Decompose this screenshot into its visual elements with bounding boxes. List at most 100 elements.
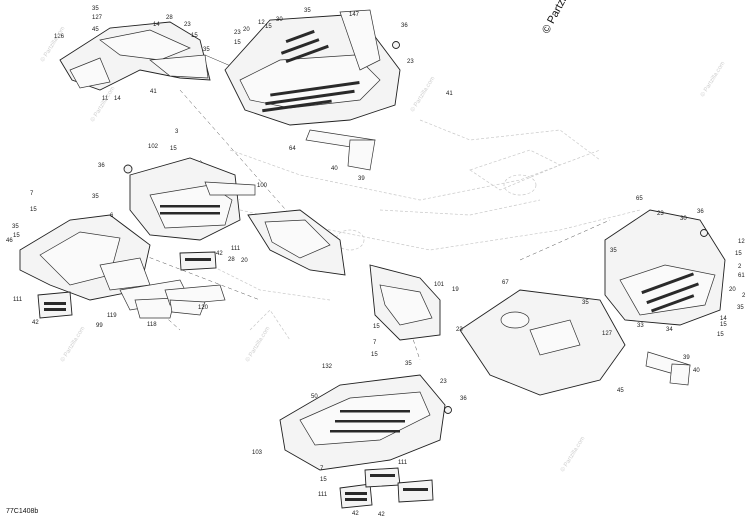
callout-23b: 23 xyxy=(234,30,241,36)
callout-6: 6 xyxy=(110,213,114,219)
part-103-tub xyxy=(279,374,446,471)
callout-33: 33 xyxy=(637,323,644,329)
part-101-panel xyxy=(369,264,441,341)
grommets xyxy=(123,41,708,414)
callout-3: 3 xyxy=(175,129,179,135)
part-100-panel xyxy=(247,209,346,276)
callout-127: 127 xyxy=(92,15,103,21)
callout-36: 36 xyxy=(401,23,408,29)
callout-23e: 23 xyxy=(657,211,664,217)
callout-15g: 15 xyxy=(373,324,380,330)
callout-111d: 111 xyxy=(398,460,408,466)
part-111-blocks-bottom xyxy=(339,467,434,509)
part-111-block-mid xyxy=(179,251,217,271)
callout-67: 67 xyxy=(502,280,509,286)
callout-23d: 23 xyxy=(440,379,447,385)
callout-28b: 28 xyxy=(228,257,235,263)
parts-119-118-120-pads xyxy=(119,279,226,319)
callout-20: 20 xyxy=(243,27,250,33)
callout-23: 23 xyxy=(184,22,191,28)
callout-20b: 20 xyxy=(241,258,248,264)
callout-132: 132 xyxy=(322,364,333,370)
part-65-tub xyxy=(604,209,726,326)
callout-15l: 15 xyxy=(720,322,727,328)
callout-42c: 42 xyxy=(378,512,385,518)
part-102-tub xyxy=(129,157,256,241)
callout-28: 28 xyxy=(166,15,173,21)
callout-111: 111 xyxy=(13,297,23,303)
callout-35c: 35 xyxy=(304,8,311,14)
callout-102: 102 xyxy=(148,144,159,150)
callout-15k: 15 xyxy=(717,332,724,338)
callout-35e: 35 xyxy=(12,224,19,230)
callout-35: 35 xyxy=(92,6,99,12)
callout-65: 65 xyxy=(636,196,643,202)
callout-14c: 14 xyxy=(720,316,727,322)
callout-15d: 15 xyxy=(170,146,177,152)
part-64-footwell xyxy=(224,9,401,126)
callout-61: 61 xyxy=(738,273,745,279)
callout-7c: 7 xyxy=(320,466,324,472)
callout-120: 120 xyxy=(198,305,209,311)
callout-2b: 2 xyxy=(742,293,746,299)
callout-126: 126 xyxy=(54,34,65,40)
callout-15j: 15 xyxy=(735,251,742,257)
callout-23f: 23 xyxy=(456,327,463,333)
part-111-block-left xyxy=(37,291,73,319)
callout-40: 40 xyxy=(331,166,338,172)
callout-40b: 40 xyxy=(693,368,700,374)
callout-15f: 15 xyxy=(13,233,20,239)
callout-39: 39 xyxy=(358,176,365,182)
part-99-fender xyxy=(19,214,151,301)
callout-12b: 12 xyxy=(738,239,745,245)
callout-42b: 42 xyxy=(216,251,223,257)
callout-39b: 39 xyxy=(683,355,690,361)
callout-23c: 23 xyxy=(407,59,414,65)
callout-20c: 20 xyxy=(729,287,736,293)
callout-35h: 35 xyxy=(582,300,589,306)
callout-111c: 111 xyxy=(318,492,328,498)
callout-127b: 127 xyxy=(602,331,613,337)
callout-35d: 35 xyxy=(92,194,99,200)
part-40-pad-right xyxy=(645,351,691,386)
callout-147: 147 xyxy=(349,12,360,18)
callout-35g: 35 xyxy=(610,248,617,254)
callout-7b: 7 xyxy=(373,340,377,346)
callout-118: 118 xyxy=(147,322,157,328)
callout-34: 34 xyxy=(666,327,673,333)
part-67-floor-pan xyxy=(459,289,626,396)
callout-14b: 14 xyxy=(114,96,121,102)
callout-15c: 15 xyxy=(234,40,241,46)
callout-50: 50 xyxy=(311,394,318,400)
callout-19: 19 xyxy=(452,287,459,293)
callout-2: 2 xyxy=(738,264,742,270)
callout-11: 11 xyxy=(102,96,109,102)
callout-41b: 41 xyxy=(446,91,453,97)
callout-15i: 15 xyxy=(320,477,327,483)
callout-15h: 15 xyxy=(371,352,378,358)
callout-46: 46 xyxy=(6,238,13,244)
callout-36d: 36 xyxy=(697,209,704,215)
callout-7: 7 xyxy=(30,191,34,197)
callout-14: 14 xyxy=(153,22,160,28)
part-40-pad xyxy=(305,129,376,171)
callout-36b: 36 xyxy=(98,163,105,169)
callout-41: 41 xyxy=(150,89,157,95)
callout-15b: 15 xyxy=(265,24,272,30)
callout-119: 119 xyxy=(107,313,117,319)
callout-15e: 15 xyxy=(30,207,37,213)
callout-45: 45 xyxy=(92,27,99,33)
callout-100: 100 xyxy=(257,183,268,189)
part-126-fender xyxy=(59,21,241,91)
callout-111b: 111 xyxy=(231,246,241,252)
callout-64: 64 xyxy=(289,146,296,152)
callout-103: 103 xyxy=(252,450,263,456)
callout-45b: 45 xyxy=(617,388,624,394)
callout-12: 12 xyxy=(258,20,265,26)
callout-35i: 35 xyxy=(737,305,744,311)
callout-30: 30 xyxy=(276,17,283,23)
figure-code: 77C1408b xyxy=(6,508,39,515)
callout-99: 99 xyxy=(96,323,103,329)
